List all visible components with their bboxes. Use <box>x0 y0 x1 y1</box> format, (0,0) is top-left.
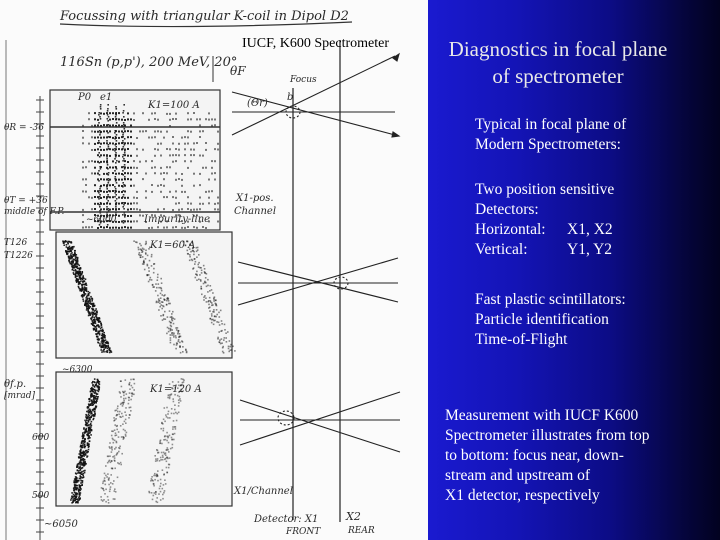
hand-theta-neg36: θR = -36 <box>4 123 44 133</box>
hand-ch6050: ~6050 <box>44 519 78 530</box>
figure-caption: IUCF, K600 Spectrometer <box>242 36 390 51</box>
hand-y600: 600 <box>32 433 49 443</box>
title-underline <box>59 21 353 28</box>
text-line: Modern Spectrometers: <box>475 136 621 153</box>
hand-theta-pos36: θT = +36 <box>4 196 48 206</box>
hand-x2: X2 <box>345 510 361 523</box>
hand-k120: K1=120 A <box>149 384 202 395</box>
text-line: Two position sensitive <box>475 181 615 198</box>
hand-ch6300: ~6300 <box>62 365 93 375</box>
left-ticks <box>36 99 44 533</box>
text-block-detectors: Two position sensitive Detectors: Horizo… <box>475 180 614 260</box>
text-panel: Diagnostics in focal plane of spectromet… <box>428 0 720 540</box>
text-line: Time-of-Flight <box>475 331 568 348</box>
hand-theta-r: (Θr) <box>247 98 268 109</box>
text-line: Spectrometer illustrates from top <box>445 427 650 444</box>
detector-row-horizontal: Horizontal: X1, X2 <box>475 220 614 240</box>
text-block-focal-plane: Typical in focal plane of Modern Spectro… <box>475 115 626 155</box>
hand-y500: 500 <box>32 491 49 501</box>
hand-reaction: 116Sn (p,p'), 200 MeV, 20° <box>60 55 237 70</box>
figure-drawing: Focussing with triangular K-coil in Dipo… <box>4 9 401 540</box>
scanned-figure: Focussing with triangular K-coil in Dipo… <box>4 9 401 540</box>
text-line: X1 detector, respectively <box>445 487 600 504</box>
text-line: to bottom: focus near, down- <box>445 447 624 464</box>
hand-k100: K1=100 A <box>147 100 200 111</box>
hand-x1-pos: X1-pos. <box>235 193 274 204</box>
hand-mrad: [mrad] <box>4 391 35 401</box>
hand-b: b <box>287 92 293 103</box>
hand-k60: K1=60 A <box>149 240 195 251</box>
row-value: X1, X2 <box>567 221 613 238</box>
hand-focus: Focus <box>289 75 317 85</box>
text-block-scintillators: Fast plastic scintillators: Particle ide… <box>475 290 626 350</box>
text-line: Typical in focal plane of <box>475 116 627 133</box>
hand-middle-fp: middle of F.P. <box>4 207 65 217</box>
spectrum-middle-data <box>62 240 236 354</box>
text-line: Particle identification <box>475 311 609 328</box>
ray-diagram-bottom <box>239 391 401 453</box>
spectrum-bottom-data <box>70 378 185 504</box>
slide-title-line: Diagnostics in focal plane <box>448 37 668 61</box>
hand-front: FRONT <box>285 527 321 537</box>
text-line: stream and upstream of <box>445 467 591 484</box>
slide-title-line: of spectrometer <box>492 64 624 88</box>
row-key: Horizontal: <box>475 221 546 238</box>
row-value: Y1, Y2 <box>567 241 613 258</box>
hand-rear: REAR <box>347 526 375 536</box>
ray-diagram-middle <box>237 257 399 306</box>
hand-ch6000: ~6000 <box>86 215 117 225</box>
spectrum-top-data <box>82 104 219 229</box>
hand-theta-fp: θf.p. <box>4 379 26 390</box>
hand-title: Focussing with triangular K-coil in Dipo… <box>59 9 349 24</box>
hand-detector: Detector: X1 <box>253 514 318 525</box>
hand-theta-f: θF <box>230 64 246 78</box>
hand-e1: e1 <box>100 92 112 103</box>
detector-row-vertical: Vertical: Y1, Y2 <box>475 240 614 260</box>
hand-t126: T126 <box>4 238 27 248</box>
ray-diagram-top <box>231 52 401 138</box>
text-line: Measurement with IUCF K600 <box>445 407 639 424</box>
text-block-measurement: Measurement with IUCF K600 Spectrometer … <box>445 406 649 506</box>
hand-x1-channel: X1/Channel <box>233 486 293 497</box>
text-line: Fast plastic scintillators: <box>475 291 626 308</box>
hand-channel: Channel <box>234 206 276 217</box>
hand-impurity: Impurity-line <box>143 214 210 225</box>
hand-t1226: T1226 <box>4 251 33 261</box>
row-key: Vertical: <box>475 241 528 258</box>
text-line: Detectors: <box>475 201 539 218</box>
slide-title: Diagnostics in focal plane of spectromet… <box>428 36 688 90</box>
hand-p0: P0 <box>77 92 92 103</box>
spectrum-panel-middle <box>55 231 233 359</box>
